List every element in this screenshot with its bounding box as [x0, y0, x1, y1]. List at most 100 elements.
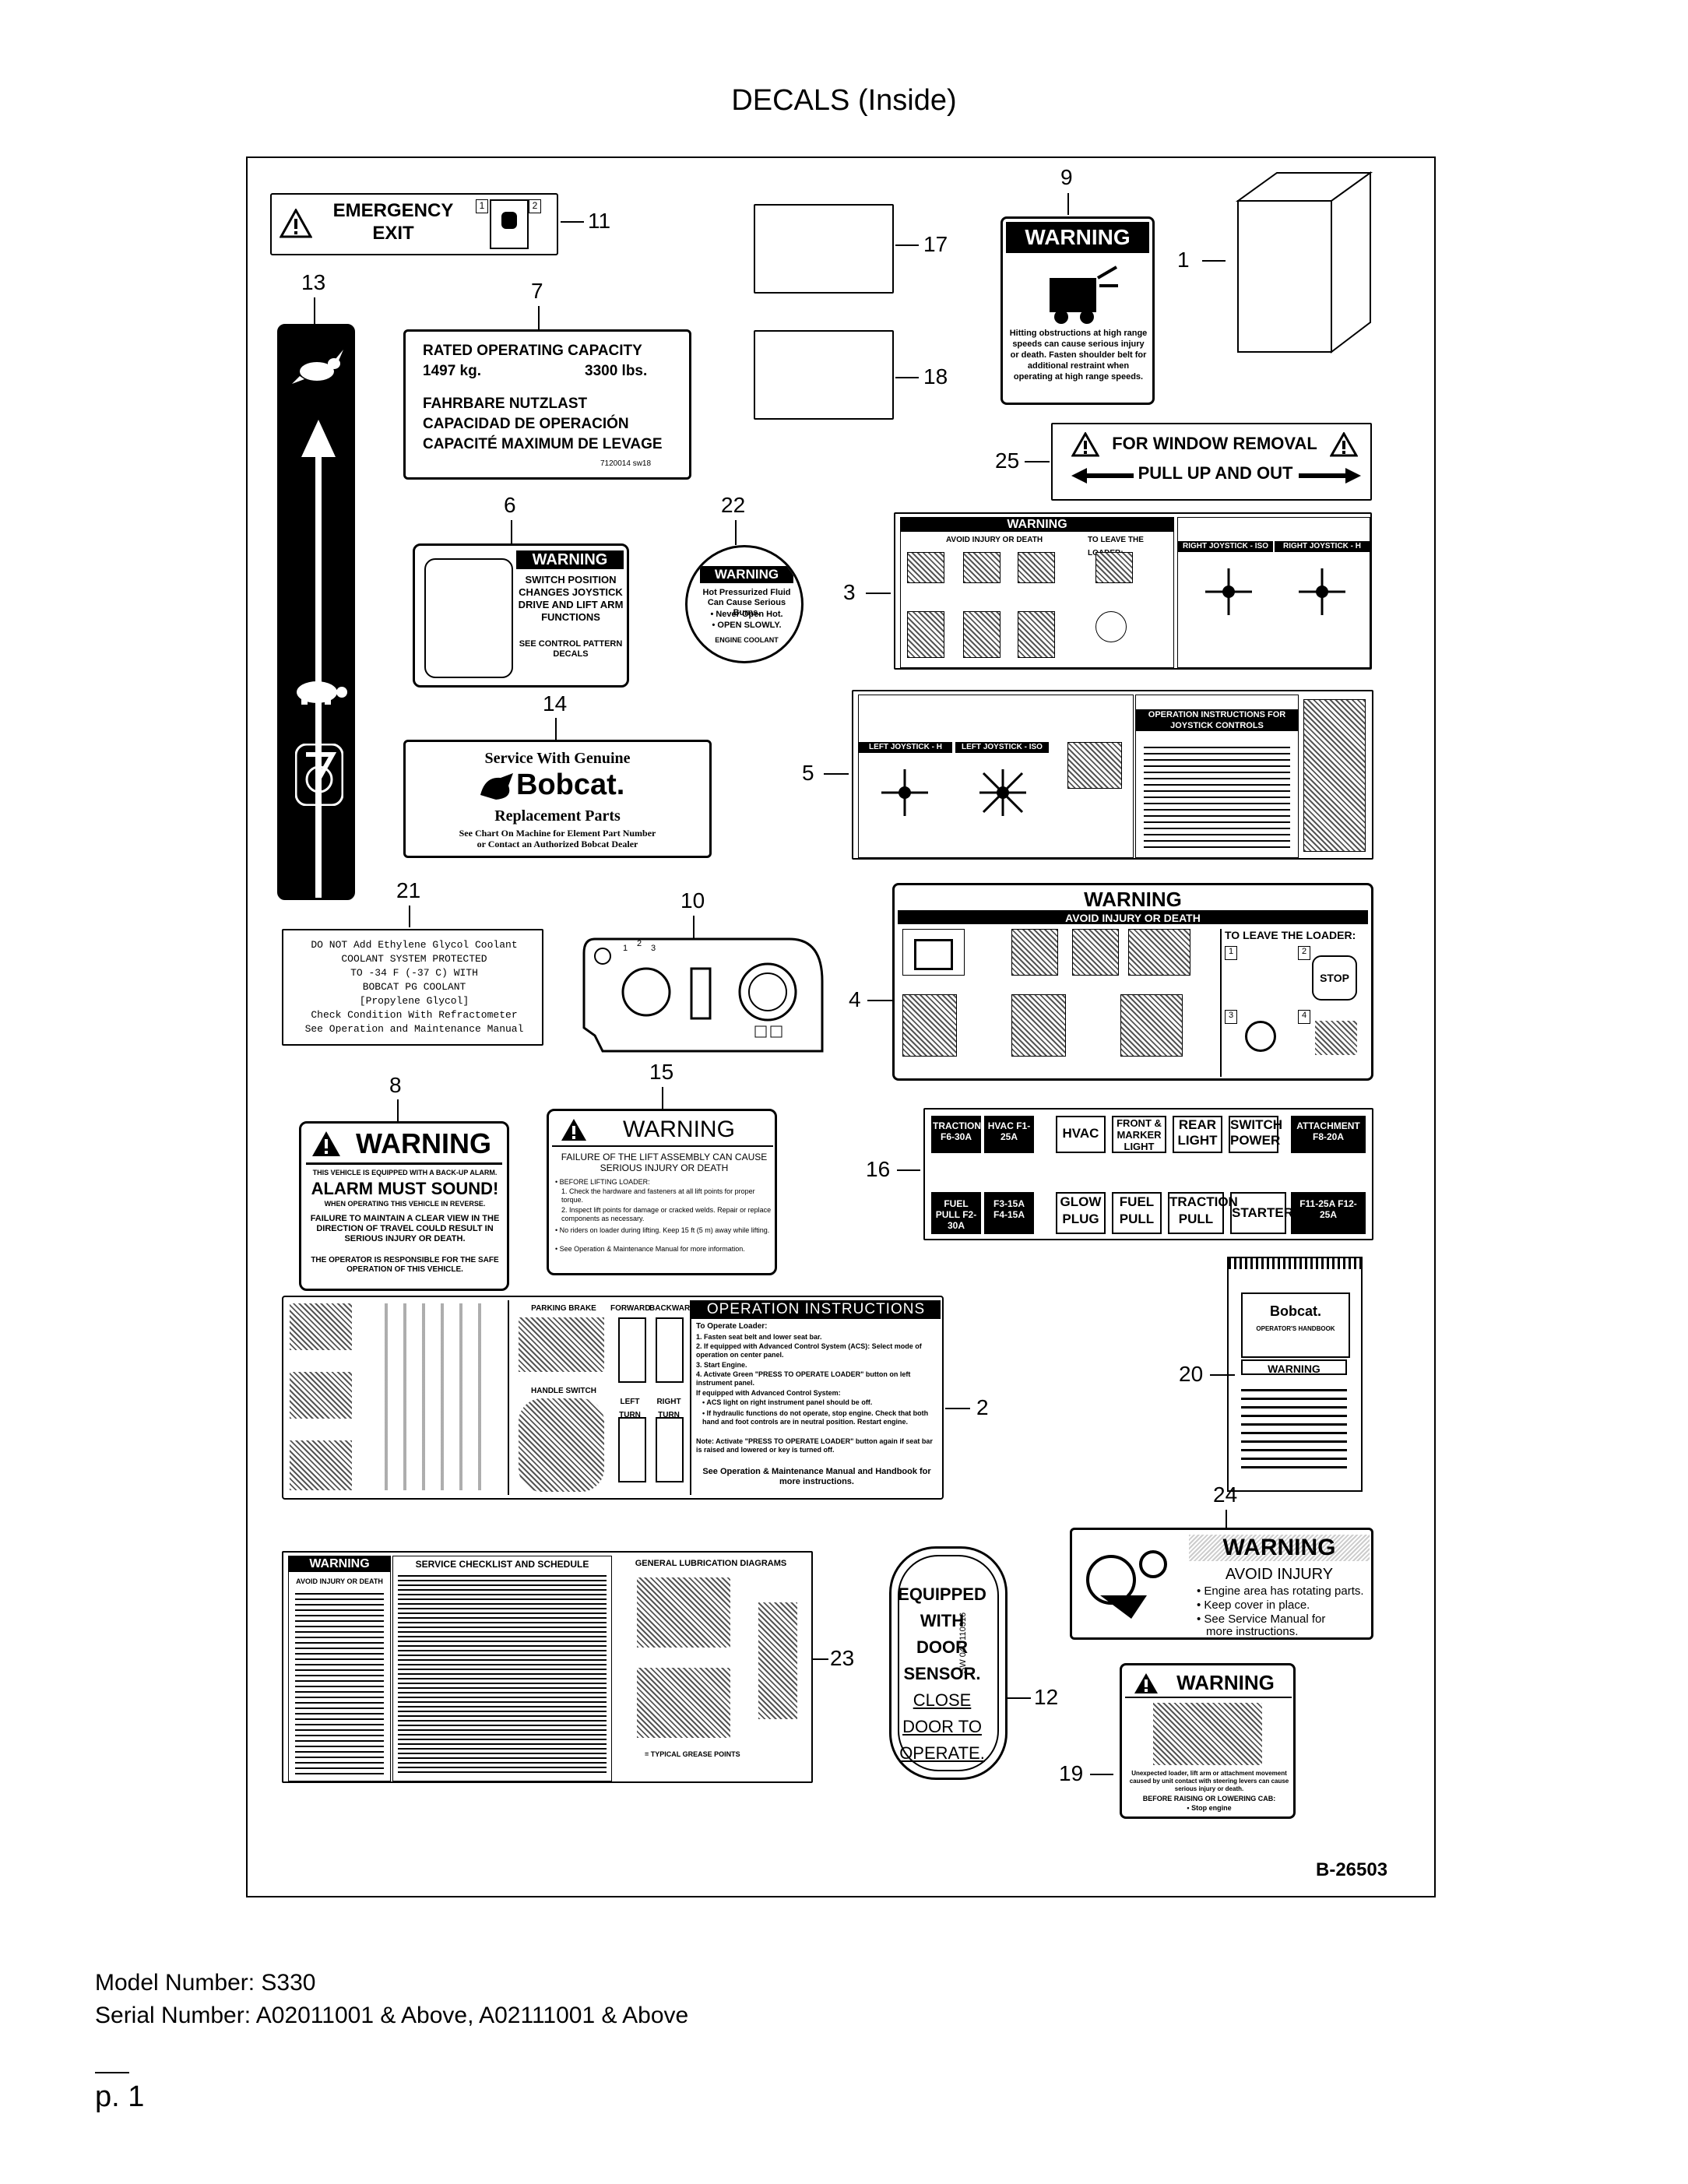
decal-3-warning-joystick: WARNING AVOID INJURY OR DEATH TO LEAVE T… — [894, 512, 1372, 670]
door-sensor-line7: OPERATE. — [899, 1743, 985, 1763]
decal-12-door-sensor: EQUIPPED WITH DOOR SENSOR. CLOSE DOOR TO… — [889, 1546, 1008, 1780]
divider — [306, 1162, 502, 1165]
leaving-loader-icon — [290, 1440, 352, 1490]
warning-panel: WARNING AVOID INJURY OR DEATH TO LEAVE T… — [900, 517, 1174, 668]
warning-triangle-icon — [312, 1131, 340, 1156]
instruction-step: 1. Fasten seat belt and lower seat bar. — [696, 1333, 822, 1341]
capacity-title: RATED OPERATING CAPACITY — [423, 343, 642, 359]
model-number: Model Number: S330 — [95, 1970, 316, 1996]
hand-release-icon — [490, 199, 529, 249]
divider — [1125, 1697, 1292, 1698]
instructions-heading: To Operate Loader: — [696, 1322, 768, 1331]
lift-step-2: 2. Inspect lift points for damage or cra… — [561, 1206, 772, 1222]
fuse-label: FRONT & MARKER LIGHT — [1112, 1116, 1166, 1153]
leader-line — [397, 1099, 399, 1123]
spiral-binding-icon — [1229, 1258, 1361, 1269]
warning-triangle-icon — [561, 1119, 586, 1141]
leader-line — [1202, 260, 1226, 262]
leader-line — [314, 297, 315, 324]
instruction-step: If equipped with Advanced Control System… — [696, 1389, 841, 1397]
backward-handle-icon — [656, 1317, 684, 1383]
joystick-pattern-icon — [1299, 568, 1345, 615]
leader-line — [1090, 1774, 1113, 1775]
seat-bar-icon — [1315, 1021, 1357, 1055]
leader-line — [867, 1000, 892, 1001]
instruction-step: 4. Activate Green "PRESS TO OPERATE LOAD… — [696, 1370, 911, 1387]
rotating-bullet-4: more instructions. — [1206, 1625, 1299, 1638]
parking-brake-icon — [1245, 1021, 1276, 1052]
bobcat-brand: Bobcat. — [516, 768, 625, 801]
coolant-line: COOLANT SYSTEM PROTECTED — [341, 953, 487, 965]
door-sensor-line6: DOOR TO — [902, 1717, 982, 1736]
decal-9-warning-speed: WARNING Hitting obstructions at high ran… — [1000, 216, 1155, 405]
coolant-warning-text: Hot Pressurized Fluid Can Cause Serious … — [702, 588, 791, 617]
handbook-cover: Bobcat. OPERATOR'S HANDBOOK — [1241, 1292, 1350, 1358]
right-joystick-h-label: RIGHT JOYSTICK - H — [1275, 541, 1370, 552]
drawing-id: B-26503 — [1316, 1859, 1388, 1880]
decal-19-cab-warning: WARNING Unexpected loader, lift arm or a… — [1120, 1663, 1296, 1819]
handle-panel: PARKING BRAKE FORWARD BACKWARD HANDLE SW… — [508, 1300, 695, 1495]
fuse-label: ATTACHMENT F8-20A — [1291, 1116, 1366, 1153]
coolant-bullet-1: • Never Open Hot. — [710, 610, 783, 619]
page-number: p. 1 — [95, 2080, 145, 2113]
callout-2: 2 — [976, 1395, 989, 1419]
fuse-label: F3-15A F4-15A — [984, 1192, 1034, 1234]
handbook-brand: Bobcat. — [1269, 1303, 1321, 1319]
instruction-step: 3. Start Engine. — [696, 1361, 747, 1369]
crush-icon — [1011, 994, 1066, 1057]
handbook-text-lines — [1241, 1383, 1347, 1468]
lift-see-manual: • See Operation & Maintenance Manual for… — [555, 1245, 745, 1253]
callout-13: 13 — [301, 270, 326, 294]
switch-warning-text: SWITCH POSITION CHANGES JOYSTICK DRIVE A… — [518, 574, 624, 623]
dial-mark-3: 3 — [651, 944, 656, 953]
leader-line — [561, 221, 584, 223]
door-sensor-line2: WITH — [920, 1611, 965, 1630]
decal-10-control-panel — [582, 937, 824, 1053]
leader-line — [662, 1087, 663, 1110]
right-turn-label: RIGHT TURN — [656, 1398, 681, 1419]
leave-loader-text: TO LEAVE THE LOADER: — [1225, 929, 1356, 941]
warning-text: Hitting obstructions at high range speed… — [1009, 329, 1148, 382]
decal-21-coolant: DO NOT Add Ethylene Glycol Coolant COOLA… — [282, 929, 543, 1046]
alarm-intro: THIS VEHICLE IS EQUIPPED WITH A BACK-UP … — [312, 1169, 498, 1176]
left-joystick-iso-label: LEFT JOYSTICK - ISO — [955, 742, 1049, 753]
callout-21: 21 — [396, 878, 421, 902]
callout-25: 25 — [995, 448, 1020, 473]
callout-22: 22 — [721, 493, 746, 517]
door-sensor-line5: CLOSE — [913, 1690, 972, 1710]
joystick-pattern-icon — [979, 769, 1026, 816]
stop-icon: STOP — [1312, 955, 1357, 1001]
coolant-foot: ENGINE COOLANT — [715, 636, 779, 644]
loader-lube-diagram-icon — [637, 1668, 730, 1738]
decal-6-switch-position: WARNING SWITCH POSITION CHANGES JOYSTICK… — [413, 543, 629, 688]
leader-line — [555, 718, 557, 743]
capacity-german: FAHRBARE NUTZLAST — [423, 396, 588, 412]
callout-17: 17 — [923, 232, 948, 256]
instruction-note: Note: Activate "PRESS TO OPERATE LOADER"… — [696, 1437, 933, 1454]
parking-brake-icon — [1095, 611, 1127, 642]
alarm-responsible: THE OPERATOR IS RESPONSIBLE FOR THE SAFE… — [311, 1256, 499, 1274]
right-joystick-iso-label: RIGHT JOYSTICK - ISO — [1178, 541, 1273, 552]
rotating-bullet-1: • Engine area has rotating parts. — [1197, 1584, 1364, 1598]
leader-line — [538, 306, 540, 329]
handbook-warning: WARNING — [1241, 1359, 1347, 1375]
fuse-label: FUEL PULL F2-30A — [931, 1192, 981, 1234]
instructions-title: OPERATION INSTRUCTIONS — [691, 1300, 941, 1319]
fuse-label: REAR LIGHT — [1173, 1116, 1222, 1153]
rotating-bullet-3: • See Service Manual for — [1197, 1613, 1326, 1626]
manual-icon — [902, 929, 965, 976]
leader-line — [866, 593, 891, 594]
callout-20: 20 — [1179, 1362, 1204, 1386]
genuine-line1: Service With Genuine — [484, 750, 631, 767]
left-joystick-panel: LEFT JOYSTICK - H LEFT JOYSTICK - ISO — [858, 695, 1134, 858]
decal-14-genuine-parts: Service With Genuine Bobcat. Replacement… — [403, 740, 712, 858]
right-joystick-panel: RIGHT JOYSTICK - ISO RIGHT JOYSTICK - H — [1177, 517, 1370, 668]
instructions-panel: OPERATION INSTRUCTIONS To Operate Loader… — [690, 1300, 941, 1495]
step-2-box: 2 — [1298, 946, 1310, 960]
right-turn-handle-icon — [656, 1417, 684, 1482]
operator-seated-icon — [1011, 929, 1058, 976]
instructions-text-lines — [1144, 742, 1290, 851]
handle-grip-icon — [519, 1398, 604, 1492]
instruction-step: 2. If equipped with Advanced Control Sys… — [696, 1342, 922, 1359]
alarm-reverse: WHEN OPERATING THIS VEHICLE IN REVERSE. — [324, 1200, 486, 1208]
